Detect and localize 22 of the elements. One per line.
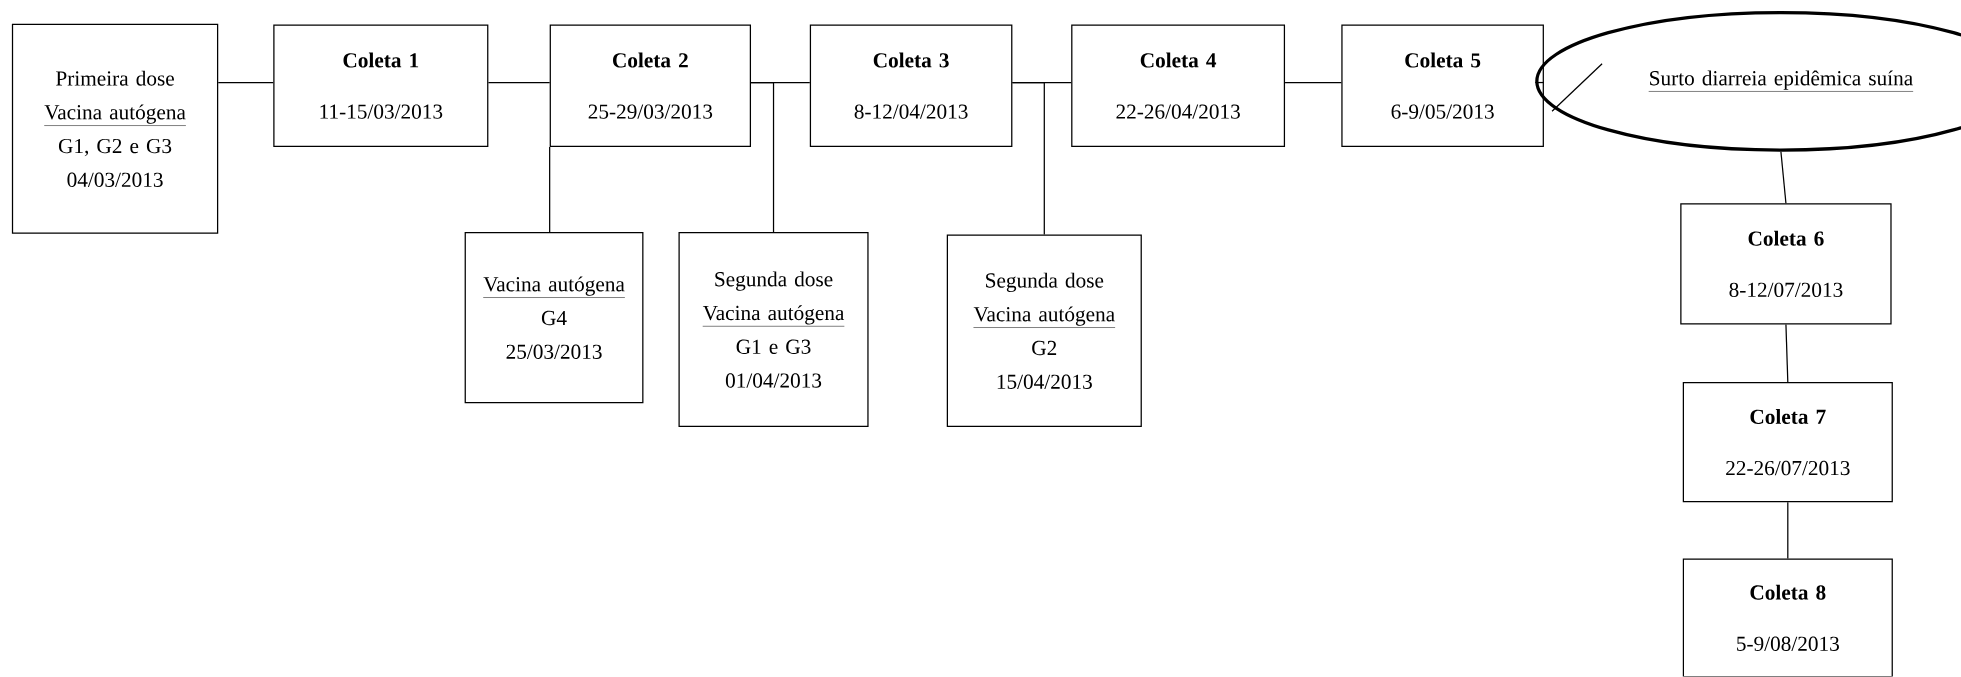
sampling-box: Coleta 6 8-12/07/2013 [1680, 203, 1892, 325]
connector-line [1534, 82, 1545, 84]
sampling-box: Coleta 4 22-26/04/2013 [1071, 24, 1286, 148]
sampling-box: Coleta 3 8-12/04/2013 [809, 24, 1013, 148]
sampling-box: Coleta 7 22-26/07/2013 [1682, 382, 1893, 503]
connector-line [487, 82, 551, 84]
connector-line [549, 146, 551, 233]
connector-line [1787, 501, 1789, 560]
event-box: Segunda dose Vacina autógena G2 15/04/2013 [946, 234, 1142, 428]
connector-line [1011, 82, 1045, 236]
sampling-box: Coleta 8 5-9/08/2013 [1682, 558, 1893, 677]
connector-line [217, 82, 274, 84]
sampling-box: Coleta 5 6-9/05/2013 [1341, 24, 1544, 148]
sampling-box: Coleta 1 11-15/03/2013 [273, 24, 489, 148]
event-box: Primeira dose Vacina autógena G1, G2 e G3 04/03/2013 [11, 23, 219, 235]
connector-line [1785, 324, 1789, 383]
connector-line [1284, 82, 1342, 84]
connector-line [1780, 151, 1787, 205]
event-box: Vacina autógena G4 25/03/2013 [464, 232, 644, 404]
event-box: Segunda dose Vacina autógena G1 e G3 01/04/2013 [678, 232, 869, 428]
sampling-box: Coleta 2 25-29/03/2013 [549, 24, 751, 148]
connector-line [750, 82, 775, 233]
